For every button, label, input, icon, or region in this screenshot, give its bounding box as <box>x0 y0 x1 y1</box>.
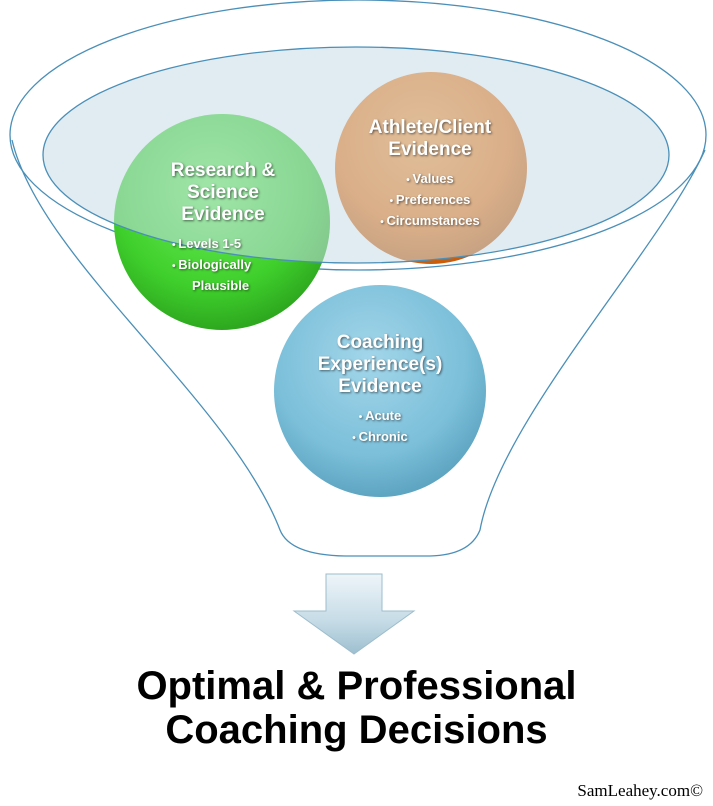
funnel-body <box>11 139 706 557</box>
list-item: Levels 1-5 <box>172 234 328 255</box>
coaching-bullets: Acute Chronic <box>270 406 490 448</box>
outcome-line: Coaching Decisions <box>165 708 548 752</box>
funnel-rim <box>9 0 707 271</box>
coaching-evidence-label: Coaching Experience(s) Evidence Acute Ch… <box>270 332 490 448</box>
list-item: Chronic <box>270 427 490 448</box>
coaching-title-line: Coaching <box>336 332 424 353</box>
athlete-evidence-label: Athlete/Client Evidence Values Preferenc… <box>335 117 525 232</box>
outcome-line: Optimal & Professional <box>136 664 577 708</box>
research-title-line: Research & <box>170 160 276 181</box>
copyright-text: SamLeahey.com© <box>577 781 703 800</box>
list-item: Preferences <box>335 190 525 211</box>
athlete-bullets: Values Preferences Circumstances <box>335 169 525 232</box>
coaching-title-line: Experience(s) <box>317 354 443 375</box>
research-title-line: Science <box>187 182 259 203</box>
list-item: Acute <box>270 406 490 427</box>
outcome-heading: Optimal & Professional Coaching Decision… <box>0 664 713 752</box>
athlete-title-line: Athlete/Client <box>368 117 492 138</box>
research-bullets: Levels 1-5 Biologically Plausible <box>118 234 328 297</box>
coaching-title-line: Evidence <box>338 376 422 397</box>
list-item: Biologically <box>172 255 328 276</box>
down-arrow-icon <box>292 573 416 655</box>
research-title-line: Evidence <box>181 204 265 225</box>
research-evidence-label: Research & Science Evidence Levels 1-5 B… <box>118 160 328 297</box>
athlete-title-line: Evidence <box>388 139 472 160</box>
list-item-continuation: Plausible <box>192 278 250 293</box>
list-item: Values <box>335 169 525 190</box>
list-item: Circumstances <box>335 211 525 232</box>
